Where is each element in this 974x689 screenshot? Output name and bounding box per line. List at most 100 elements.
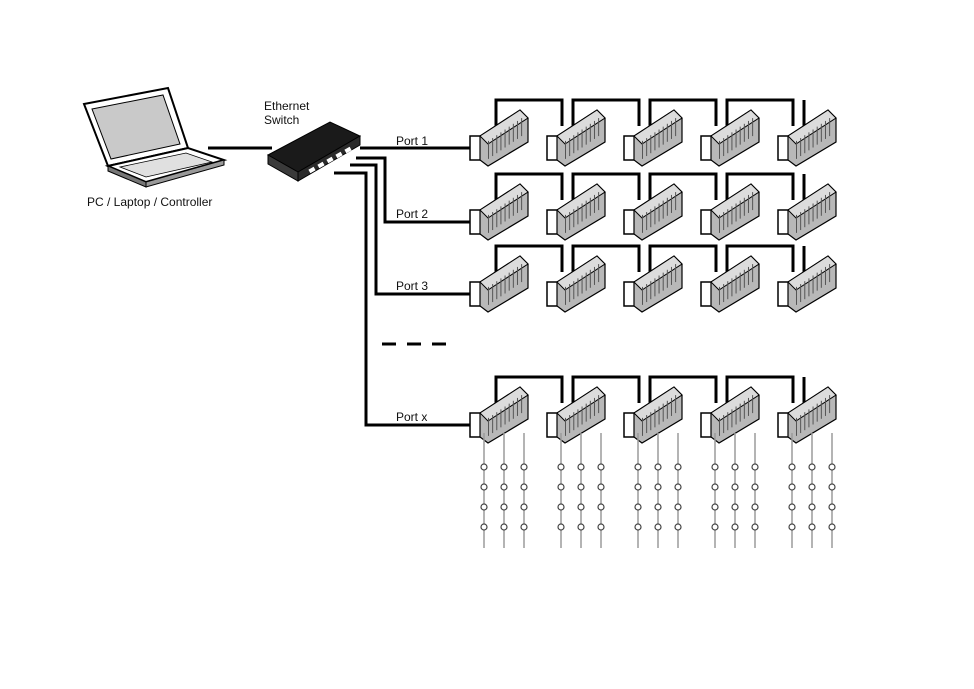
pixel-node-icon [634, 503, 642, 511]
pixel-node-icon [520, 523, 528, 531]
chain-link [494, 98, 564, 126]
port-2-label: Port 2 [396, 207, 429, 221]
pixel-node-icon [674, 483, 682, 491]
controller-device-icon [469, 255, 529, 313]
pixel-node-icon [597, 483, 605, 491]
chain-link [571, 375, 641, 403]
pixel-node-icon [828, 483, 836, 491]
pixel-node-icon [808, 523, 816, 531]
pixel-node-icon [480, 503, 488, 511]
pixel-node-icon [788, 523, 796, 531]
pixel-node-icon [654, 523, 662, 531]
pixel-node-icon [654, 463, 662, 471]
pixel-node-icon [634, 463, 642, 471]
pixel-strings [480, 433, 836, 548]
controller-device-icon [623, 183, 683, 241]
pixel-node-icon [674, 463, 682, 471]
port-2-cable [356, 156, 470, 224]
pixel-node-icon [597, 503, 605, 511]
controller-device-icon [469, 386, 529, 444]
controller-device-icon [700, 183, 760, 241]
controller-device-icon [546, 386, 606, 444]
port-3-label: Port 3 [396, 279, 429, 293]
chain-link [494, 172, 564, 200]
pixel-node-icon [480, 483, 488, 491]
pixel-node-icon [480, 463, 488, 471]
chain-link [648, 172, 718, 200]
pixel-node-icon [577, 463, 585, 471]
controller-device-icon [623, 386, 683, 444]
pixel-node-icon [788, 463, 796, 471]
controller-device-icon [777, 386, 837, 444]
chain-link [648, 244, 718, 272]
chain-link [571, 172, 641, 200]
controller-device-icon [777, 109, 837, 167]
pixel-node-icon [654, 503, 662, 511]
pixel-node-icon [674, 523, 682, 531]
switch-label-line2: Switch [264, 113, 300, 127]
chain-link [725, 98, 795, 126]
controller-device-icon [546, 255, 606, 313]
pixel-node-icon [634, 523, 642, 531]
controller-device-icon [546, 183, 606, 241]
pixel-node-icon [520, 463, 528, 471]
pixel-node-icon [577, 503, 585, 511]
pixel-node-icon [577, 483, 585, 491]
pixel-node-icon [731, 463, 739, 471]
controller-device-icon [623, 109, 683, 167]
pixel-node-icon [828, 463, 836, 471]
pixel-node-icon [788, 483, 796, 491]
laptop-icon [82, 86, 228, 188]
chain-link [494, 375, 564, 403]
ethernet-switch-icon [266, 121, 362, 182]
pixel-node-icon [557, 523, 565, 531]
controller-device-icon [700, 386, 760, 444]
pixel-node-icon [577, 523, 585, 531]
pixel-node-icon [500, 503, 508, 511]
chain-link [725, 375, 795, 403]
port-1-label: Port 1 [396, 134, 429, 148]
pixel-node-icon [597, 523, 605, 531]
pixel-node-icon [751, 523, 759, 531]
pixel-node-icon [808, 463, 816, 471]
pixel-node-icon [520, 483, 528, 491]
controller-device-icon [700, 109, 760, 167]
pixel-node-icon [711, 523, 719, 531]
controller-device-icon [469, 109, 529, 167]
port-3-cable [350, 163, 470, 296]
controller-device-icon [777, 183, 837, 241]
pixel-node-icon [711, 503, 719, 511]
pixel-node-icon [788, 503, 796, 511]
controller-device-icon [700, 255, 760, 313]
pixel-node-icon [828, 503, 836, 511]
pixel-node-icon [751, 463, 759, 471]
pixel-node-icon [808, 503, 816, 511]
pixel-node-icon [711, 483, 719, 491]
controller-device-icon [469, 183, 529, 241]
pixel-node-icon [731, 483, 739, 491]
pixel-node-icon [500, 523, 508, 531]
chain-link [494, 244, 564, 272]
pixel-node-icon [557, 503, 565, 511]
port-x-label: Port x [396, 410, 428, 424]
port-x-cable [334, 171, 470, 427]
controller-device-icon [623, 255, 683, 313]
pixel-node-icon [500, 483, 508, 491]
switch-label-line1: Ethernet [264, 99, 310, 113]
chain-link [725, 172, 795, 200]
chain-link [648, 375, 718, 403]
chain-link [571, 98, 641, 126]
pixel-node-icon [808, 483, 816, 491]
pixel-node-icon [500, 463, 508, 471]
pixel-node-icon [751, 503, 759, 511]
pixel-node-icon [634, 483, 642, 491]
chain-link [571, 244, 641, 272]
pixel-node-icon [557, 463, 565, 471]
pixel-node-icon [674, 503, 682, 511]
controller-device-icon [546, 109, 606, 167]
controller-device-icon [777, 255, 837, 313]
chain-link [648, 98, 718, 126]
pc-label: PC / Laptop / Controller [87, 195, 213, 209]
